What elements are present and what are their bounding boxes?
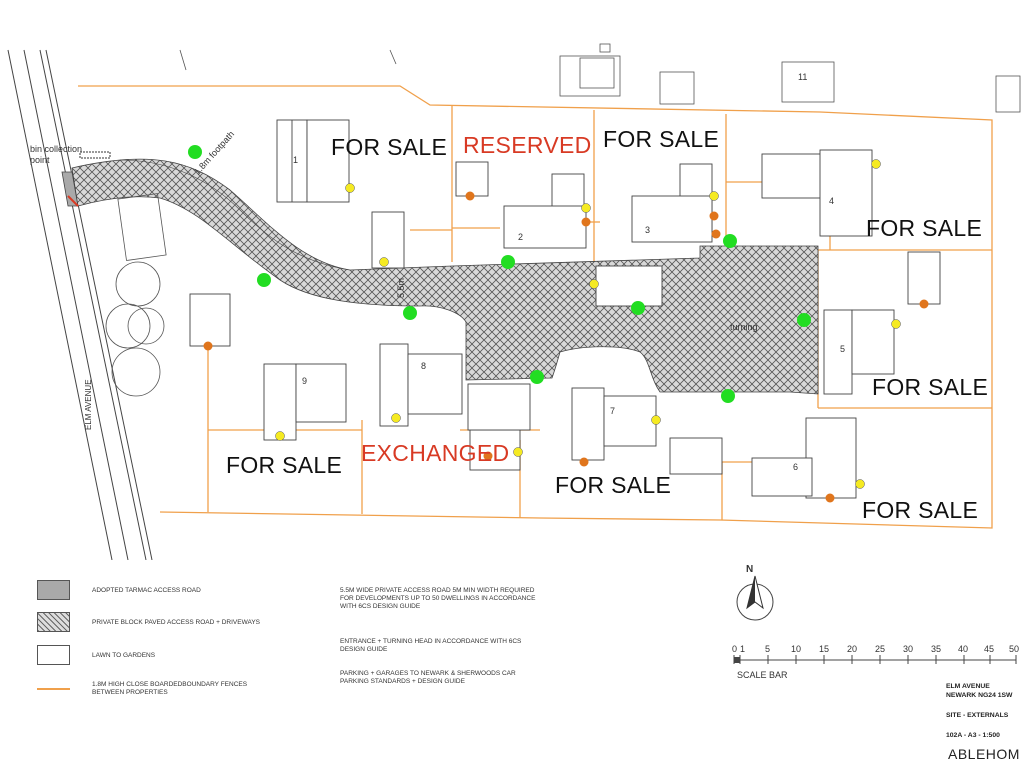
scale-tick-45: 45 <box>984 644 995 654</box>
plot-number-4: 4 <box>829 196 835 206</box>
green-markers <box>188 145 811 403</box>
company-logo-text: ABLEHOM <box>948 746 1020 762</box>
key-swatch-lawn <box>37 645 70 665</box>
plot-5-status: FOR SALE <box>872 374 989 400</box>
key-label-tarmac: ADOPTED TARMAC ACCESS ROAD <box>92 587 201 594</box>
note-parking: PARKING + GARAGES TO NEWARK & SHERWOODS … <box>340 670 516 685</box>
plot-4-status: FOR SALE <box>866 215 983 241</box>
key-swatch-block-paving <box>37 612 70 632</box>
plot-8-status: EXCHANGED <box>361 440 510 466</box>
scale-tick-0: 0 <box>732 644 738 654</box>
plot-1-status: FOR SALE <box>331 134 448 160</box>
plot-number-9: 9 <box>302 376 308 386</box>
key-label-lawn: LAWN TO GARDENS <box>92 652 156 659</box>
north-arrow-icon <box>736 575 774 621</box>
turning-label: turning <box>730 322 758 332</box>
house-outlines <box>189 119 941 499</box>
bin-collection-label: bin collection point <box>30 144 83 165</box>
scale-bar <box>733 655 1017 664</box>
entrance-mark <box>67 195 79 207</box>
scale-tick-35: 35 <box>931 644 942 654</box>
plot-number-5: 5 <box>840 344 846 354</box>
scale-tick-10: 10 <box>791 644 802 654</box>
elm-avenue-road <box>7 49 153 560</box>
bin-bay <box>79 151 111 159</box>
plot-number-3: 3 <box>645 225 651 235</box>
plot-number-2: 2 <box>518 232 524 242</box>
key-label-fence: 1.8M HIGH CLOSE BOARDEDBOUNDARY FENCES B… <box>92 681 248 696</box>
road-width-label: 5.5m <box>396 277 406 298</box>
neighbouring-buildings <box>179 43 1021 113</box>
note-access-road: 5.5M WIDE PRIVATE ACCESS ROAD 5M MIN WID… <box>340 587 536 610</box>
title-address: NEWARK NG24 1SW <box>946 692 1013 699</box>
scale-tick-40: 40 <box>958 644 969 654</box>
trees <box>105 193 167 397</box>
key-swatch-tarmac <box>37 580 70 600</box>
scale-tick-30: 30 <box>903 644 914 654</box>
yellow-markers <box>275 159 901 489</box>
title-drawing-name: SITE - EXTERNALS <box>946 712 1009 719</box>
plot-number-6: 6 <box>793 462 799 472</box>
plot-7-status: FOR SALE <box>555 472 672 498</box>
scale-tick-1: 1 <box>740 644 746 654</box>
plot-2-status: RESERVED <box>463 132 592 158</box>
plot-number-8: 8 <box>421 361 427 371</box>
plot-3-status: FOR SALE <box>603 126 720 152</box>
orange-markers <box>203 191 929 503</box>
road-name-label: ELM AVENUE <box>84 379 93 430</box>
plot-number-7: 7 <box>610 406 616 416</box>
plot-9-status: FOR SALE <box>226 452 343 478</box>
key-label-block-paving: PRIVATE BLOCK PAVED ACCESS ROAD + DRIVEW… <box>92 619 261 626</box>
title-drawing-ref: 102A - A3 - 1:500 <box>946 732 1000 739</box>
north-label: N <box>746 564 754 575</box>
key-swatch-fence <box>37 688 70 690</box>
scale-bar-label: SCALE BAR <box>737 670 788 680</box>
scale-tick-15: 15 <box>819 644 830 654</box>
plot-6-status: FOR SALE <box>862 497 979 523</box>
note-turning-head: ENTRANCE + TURNING HEAD IN ACCORDANCE WI… <box>340 638 522 653</box>
title-project-name: ELM AVENUE <box>946 683 990 690</box>
block-paved-access-road <box>71 158 819 395</box>
scale-tick-25: 25 <box>875 644 886 654</box>
plot-number-1: 1 <box>293 155 299 165</box>
scale-tick-50: 50 <box>1009 644 1020 654</box>
neighbour-number: 11 <box>798 72 808 82</box>
scale-tick-20: 20 <box>847 644 858 654</box>
scale-tick-5: 5 <box>765 644 771 654</box>
site-plan-drawing <box>7 43 1021 560</box>
footpath-edge <box>119 159 351 271</box>
